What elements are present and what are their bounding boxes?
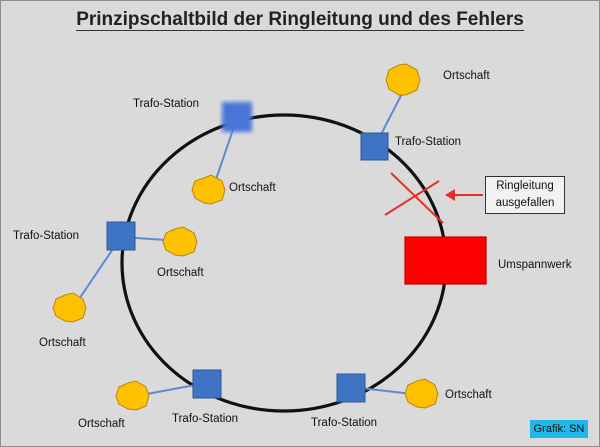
trafo-station-bottom-right [336, 373, 366, 403]
ortschaft-icon [162, 226, 198, 257]
label-ortschaft-top-right: Ortschaft [443, 70, 490, 82]
fault-x-icon [384, 172, 444, 224]
diagram-title: Prinzipschaltbild der Ringleitung und de… [76, 9, 524, 31]
ortschaft-icon [191, 174, 226, 205]
label-ortschaft-bottom-left: Ortschaft [78, 418, 125, 430]
label-ortschaft-left-inner: Ortschaft [157, 267, 204, 279]
ortschaft-icon [404, 378, 439, 409]
label-trafo-station-top: Trafo-Station [133, 98, 199, 110]
callout-line-2: ausgefallen [495, 197, 555, 209]
label-ortschaft-top: Ortschaft [229, 182, 276, 194]
trafo-station-upper-right [360, 132, 389, 161]
label-trafo-station-bottom-right: Trafo-Station [311, 417, 377, 429]
ortschaft-icon [115, 380, 150, 411]
label-trafo-station-bottom-left: Trafo-Station [172, 413, 238, 425]
ortschaft-icon [385, 63, 421, 96]
fault-callout: Ringleitung ausgefallen [485, 176, 565, 214]
trafo-station-left [106, 221, 136, 251]
label-umspannwerk: Umspannwerk [498, 259, 572, 271]
trafo-station-bottom-left [192, 369, 222, 399]
ortschaft-icon [52, 292, 87, 323]
credit-badge: Grafik: SN [530, 420, 588, 438]
arrow-left-icon [445, 189, 483, 201]
trafo-station-top [222, 102, 252, 132]
label-ortschaft-bottom-right: Ortschaft [445, 389, 492, 401]
ortschaft-hexagons [52, 63, 439, 411]
label-ortschaft-far-left: Ortschaft [39, 337, 86, 349]
callout-line-1: Ringleitung [496, 180, 554, 192]
umspannwerk-block [404, 236, 487, 285]
ring-line [120, 113, 448, 413]
label-trafo-station-upper-right: Trafo-Station [395, 136, 461, 148]
label-trafo-station-left: Trafo-Station [13, 230, 79, 242]
